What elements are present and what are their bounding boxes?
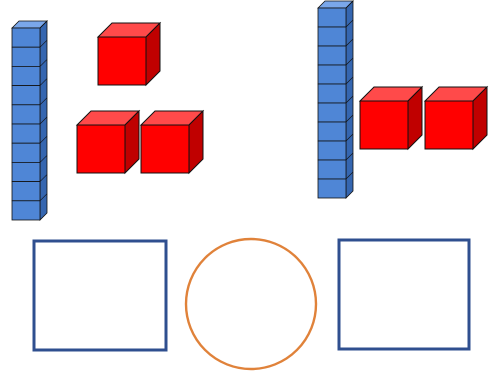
- unit-cube-left: [141, 111, 203, 173]
- right-box: [339, 240, 469, 349]
- ten-rod-unit: [12, 162, 40, 181]
- unit-cube-left: [77, 111, 139, 173]
- unit-cubes-layer: [77, 23, 487, 173]
- ten-rod-unit: [318, 179, 346, 198]
- ten-rod-unit: [12, 182, 40, 201]
- cube-front-face: [141, 125, 189, 173]
- ten-rod-unit: [12, 66, 40, 85]
- ten-rod-unit: [12, 47, 40, 66]
- ten-rod-right: [318, 1, 353, 198]
- left-box: [34, 241, 166, 350]
- ten-rod-unit: [318, 84, 346, 103]
- ten-rod-unit: [318, 8, 346, 27]
- ten-rod-unit: [318, 141, 346, 160]
- unit-cube-right: [425, 87, 487, 149]
- ten-rod-left: [12, 21, 47, 220]
- ten-rod-unit: [318, 46, 346, 65]
- ten-rod-unit: [12, 86, 40, 105]
- ten-rod-unit: [318, 27, 346, 46]
- cube-front-face: [98, 37, 146, 85]
- middle-circle: [186, 239, 316, 369]
- unit-cube-left: [98, 23, 160, 85]
- ten-rod-unit: [12, 124, 40, 143]
- ten-rod-unit: [318, 65, 346, 84]
- ten-rod-unit: [12, 143, 40, 162]
- cube-front-face: [425, 101, 473, 149]
- unit-cube-right: [360, 87, 422, 149]
- ten-rod-unit: [12, 201, 40, 220]
- answer-shapes-layer: [34, 239, 469, 369]
- cube-front-face: [77, 125, 125, 173]
- ten-rod-unit: [318, 122, 346, 141]
- ten-rod-unit: [12, 105, 40, 124]
- ten-rod-unit: [12, 28, 40, 47]
- cube-front-face: [360, 101, 408, 149]
- ten-rod-unit: [318, 103, 346, 122]
- ten-rod-unit: [318, 160, 346, 179]
